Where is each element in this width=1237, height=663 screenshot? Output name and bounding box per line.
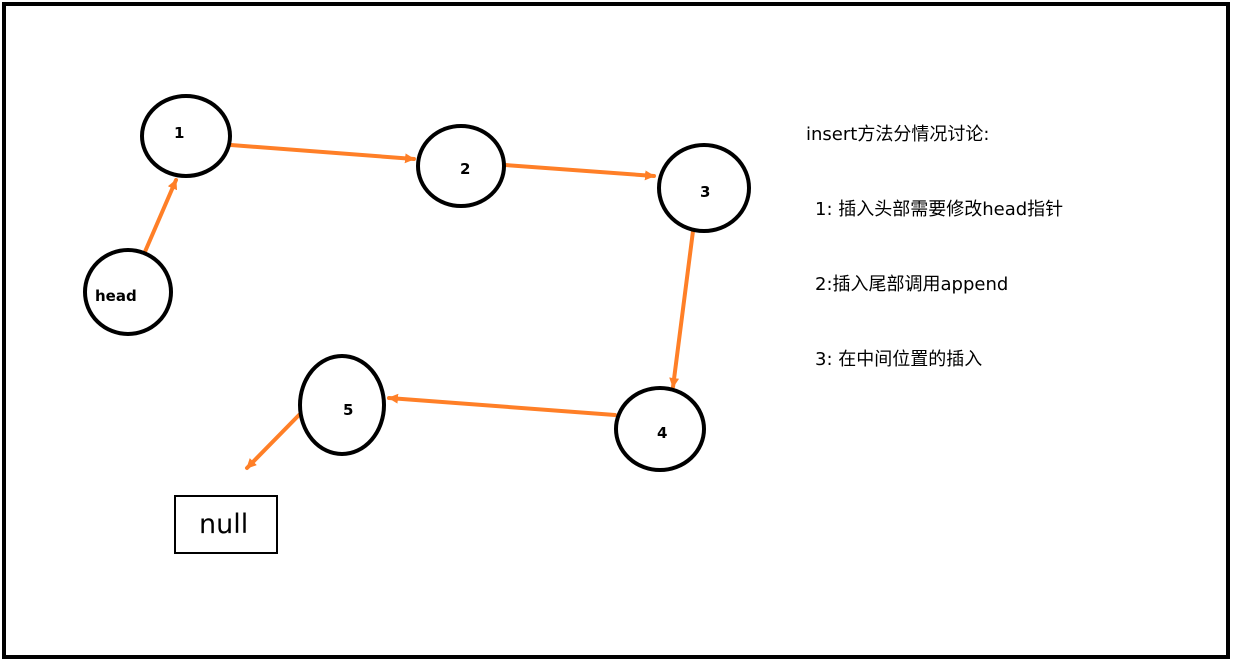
node-3 xyxy=(657,143,751,233)
node-4 xyxy=(614,386,706,472)
arrow-1-to-2 xyxy=(229,143,416,164)
notes-item-1: 1: 插入头部需要修改head指针 xyxy=(815,199,1064,220)
insert-notes: insert方法分情况讨论: 1: 插入头部需要修改head指针 2:插入尾部调… xyxy=(806,72,1063,422)
arrow-2-to-3 xyxy=(503,163,656,181)
null-box xyxy=(174,495,278,554)
arrow-4-to-5 xyxy=(387,393,617,417)
arrow-head-to-1 xyxy=(142,178,178,256)
node-head-label: head xyxy=(95,287,137,305)
node-5-label: 5 xyxy=(343,401,353,419)
null-label: null xyxy=(199,509,248,540)
node-4-label: 4 xyxy=(657,424,667,442)
node-2-label: 2 xyxy=(460,160,470,178)
node-5 xyxy=(298,354,386,456)
node-2 xyxy=(416,124,506,208)
node-3-label: 3 xyxy=(700,183,710,201)
arrow-3-to-4 xyxy=(669,229,695,389)
node-1-label: 1 xyxy=(174,124,184,142)
notes-item-2: 2:插入尾部调用append xyxy=(815,274,1009,295)
node-1 xyxy=(140,94,232,178)
notes-title: insert方法分情况讨论: xyxy=(806,124,990,145)
arrow-5-to-null xyxy=(245,413,301,470)
node-head xyxy=(83,248,173,336)
notes-item-3: 3: 在中间位置的插入 xyxy=(815,349,983,370)
